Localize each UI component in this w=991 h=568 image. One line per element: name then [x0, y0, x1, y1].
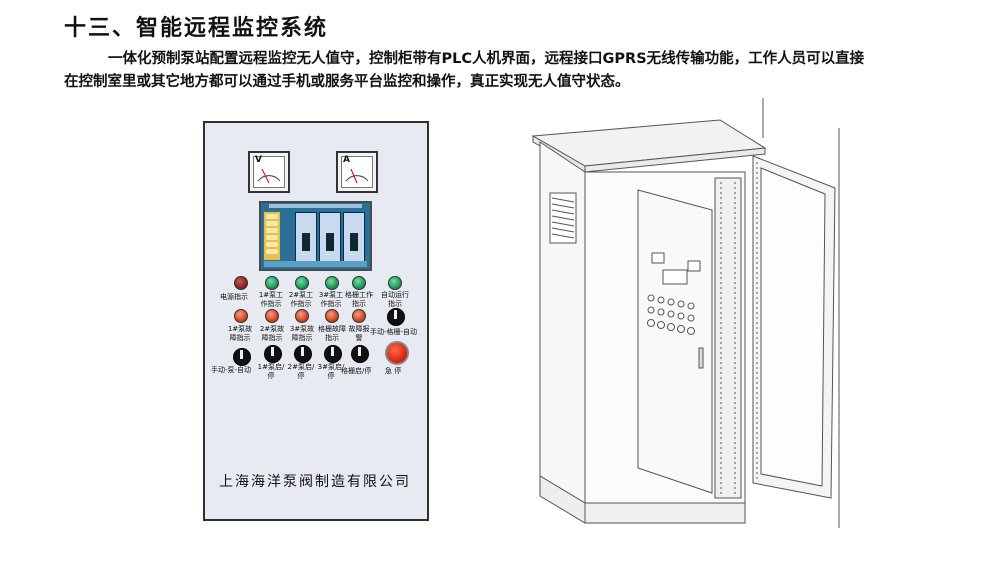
- auto-run-label: 自动运行指示: [381, 291, 409, 308]
- manufacturer-name: 上海海洋泵阀制造有限公司: [219, 474, 411, 490]
- estop-label: 急 停: [385, 367, 402, 375]
- voltmeter-label: V: [255, 155, 262, 165]
- grid-run-lamp: [352, 276, 366, 290]
- pump3-fault-label: 3#泵故障指示: [289, 325, 315, 342]
- pump1-run-lamp: [265, 276, 279, 290]
- ammeter-label: A: [343, 155, 350, 165]
- meter-dial-icon: [257, 168, 281, 184]
- pump1-fault-lamp: [234, 309, 248, 323]
- description-paragraph: 一体化预制泵站配置远程监控无人值守，控制柜带有PLC人机界面，远程接口GPRS无…: [64, 48, 934, 94]
- paragraph-line-2: 在控制室里或其它地方都可以通过手机或服务平台监控和操作，真正实现无人值守状态。: [64, 74, 630, 90]
- pump-mode-label: 手动-泵-自动: [211, 366, 252, 374]
- pump2-switch-label: 2#泵启/停: [287, 363, 315, 380]
- pump1-start-stop-switch[interactable]: [264, 345, 282, 363]
- pump1-switch-label: 1#泵启/停: [257, 363, 285, 380]
- pump3-run-label: 3#泵工作指示: [318, 291, 344, 308]
- pump2-run-lamp: [295, 276, 309, 290]
- grid-run-label: 格栅工作指示: [345, 291, 373, 308]
- control-panel-front: V A 电源指示 1#泵工作指示 2#泵工作指示 3#泵工作指示 格栅工作指示 …: [203, 121, 429, 521]
- grid-fault-lamp: [325, 309, 339, 323]
- pump3-run-lamp: [325, 276, 339, 290]
- power-indicator-label: 电源指示: [220, 293, 248, 301]
- voltmeter: V: [248, 151, 290, 193]
- power-indicator-lamp: [234, 276, 248, 290]
- pump3-switch-label: 3#泵启/停: [317, 363, 345, 380]
- alarm-lamp: [352, 309, 366, 323]
- pump2-start-stop-switch[interactable]: [294, 345, 312, 363]
- grid-fault-label: 格栅故障指示: [318, 325, 346, 342]
- grid-switch-label: 格栅启/停: [341, 367, 372, 375]
- pump3-fault-lamp: [295, 309, 309, 323]
- pump3-start-stop-switch[interactable]: [324, 345, 342, 363]
- grid-mode-label: 手动-格栅-自动: [370, 328, 418, 336]
- pump1-fault-label: 1#泵故障指示: [227, 325, 253, 342]
- meter-dial-icon: [345, 168, 369, 184]
- ammeter: A: [336, 151, 378, 193]
- control-cabinet-drawing: [531, 98, 840, 528]
- alarm-label: 故障报警: [348, 325, 370, 342]
- plc-touchscreen[interactable]: [259, 201, 372, 271]
- emergency-stop-button[interactable]: [385, 341, 409, 365]
- section-heading: 十三、智能远程监控系统: [64, 16, 329, 41]
- pump-mode-selector[interactable]: [233, 348, 251, 366]
- grid-start-stop-switch[interactable]: [351, 345, 369, 363]
- grid-mode-selector[interactable]: [387, 308, 405, 326]
- auto-run-lamp: [388, 276, 402, 290]
- pump2-fault-label: 2#泵故障指示: [259, 325, 285, 342]
- pump2-run-label: 2#泵工作指示: [288, 291, 314, 308]
- pump2-fault-lamp: [265, 309, 279, 323]
- pump1-run-label: 1#泵工作指示: [258, 291, 284, 308]
- paragraph-line-1: 一体化预制泵站配置远程监控无人值守，控制柜带有PLC人机界面，远程接口GPRS无…: [108, 51, 865, 67]
